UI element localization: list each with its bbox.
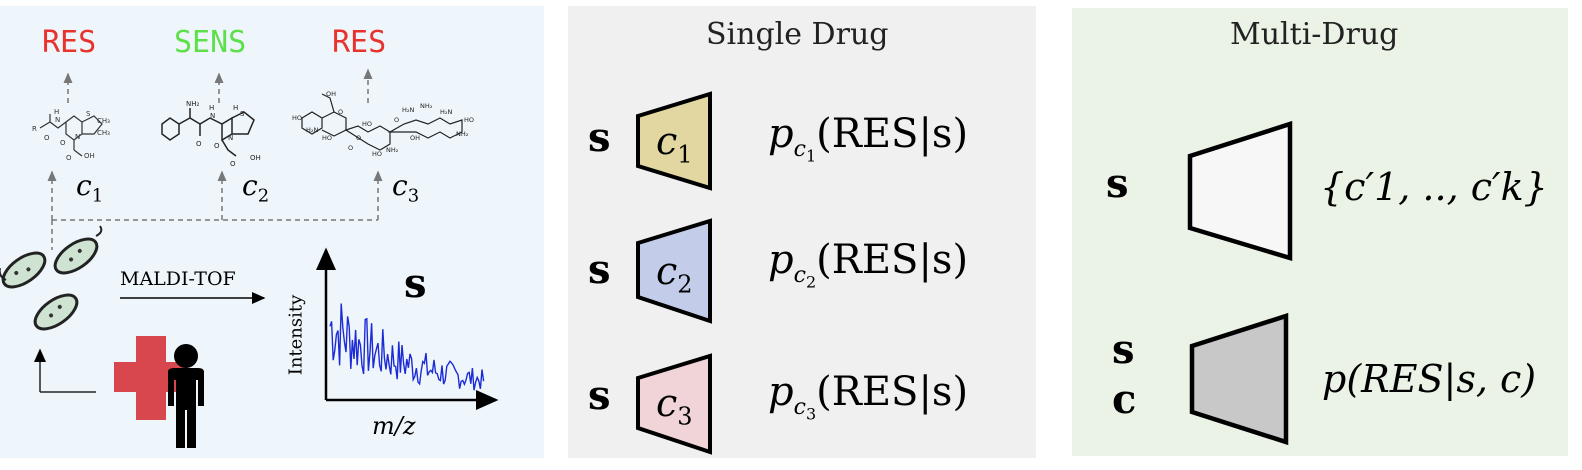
model-c3-shape [636, 353, 712, 455]
molecule-1-atom: O [60, 139, 66, 147]
molecule-2-atom: S [240, 110, 245, 118]
molecule-1-atom: N [55, 116, 60, 124]
patient-icon [168, 344, 204, 448]
molecule-2-atom: O [196, 140, 202, 148]
sample-arrow [34, 348, 96, 393]
molecule-3-atom: HO [322, 134, 332, 142]
molecule-1-atom: R [32, 125, 37, 133]
molecule-3-atom: O [338, 108, 343, 116]
model-c1-shape [636, 91, 712, 191]
molecule-1-atom: N [75, 133, 80, 141]
spectrum-axes [316, 247, 499, 410]
molecule-1-atom: H [54, 108, 59, 116]
molecule-1 [39, 114, 103, 157]
multi-input-c: c [1112, 376, 1137, 423]
model-c2-shape [636, 218, 712, 324]
molecule-1-atom: O [44, 134, 50, 142]
single-output-3: pc3(RES|s) [768, 369, 969, 424]
drug-label-2: c2 [242, 169, 270, 207]
molecule-1-atom: S [86, 110, 91, 118]
single-output-2: pc2(RES|s) [768, 237, 969, 292]
molecule-2-atom: O [214, 142, 220, 150]
molecule-3-atom: O [394, 116, 399, 124]
spectrum-symbol: s [404, 260, 427, 307]
bacteria-icon [0, 225, 103, 331]
molecule-2-atom: N [210, 112, 215, 120]
molecule-3-atom: NH₂ [420, 102, 433, 110]
multi-output-set: {c′1, .., c′k} [1320, 165, 1548, 209]
outcome-label-3: RES [332, 25, 387, 60]
spectrum-xlabel: m/z [372, 412, 416, 440]
drug-label-1: c1 [76, 169, 104, 207]
molecule-3-atom: HO [464, 116, 474, 124]
molecule-3-atom: H₂N [440, 108, 452, 116]
spectrum-line [329, 303, 485, 391]
molecule-2-atom: NH₂ [186, 100, 200, 108]
left-panel-background [0, 6, 544, 458]
molecule-3-atom: OH [410, 134, 420, 142]
multi-input-s-1: s [1106, 160, 1129, 207]
molecule-3-atom: H₂N [402, 106, 414, 114]
multi-input-s-2: s [1112, 326, 1135, 373]
molecule-3-atom: O [348, 144, 353, 152]
multi-model-prob-shape [1189, 312, 1289, 446]
drug-label-3: c3 [392, 169, 420, 207]
single-input-3: s [588, 372, 611, 419]
model-c3-label: c3 [656, 381, 693, 431]
molecule-2-atom: H [209, 104, 214, 112]
molecule-3-atom: HO [362, 120, 372, 128]
molecule-3 [301, 93, 463, 151]
molecule-3-atom: NH₂ [456, 130, 469, 138]
molecule-2-atom: H [233, 104, 238, 112]
molecule-1-atom: CH₃ [97, 117, 110, 125]
molecule-3-atom: HO [372, 150, 382, 158]
single-drug-title: Single Drug [706, 17, 889, 52]
molecule-3-atom: H₂N [306, 126, 318, 134]
molecule-1-atom: OH [84, 152, 95, 160]
multi-drug-panel-background [1072, 8, 1568, 456]
molecule-2-atom: OH [250, 154, 261, 162]
outcome-label-2: SENS [174, 25, 247, 60]
molecule-3-atom: OH [326, 90, 336, 98]
single-output-1: pc1(RES|s) [768, 111, 969, 166]
molecule-2 [161, 108, 255, 157]
outcome-label-1: RES [42, 25, 97, 60]
molecule-2-atom: N [228, 134, 233, 142]
model-c2-label: c2 [656, 249, 693, 299]
molecule-2-atom: O [230, 160, 236, 168]
multi-output-prob: p(RES|s, c) [1322, 357, 1537, 401]
molecule-1-atom: O [66, 154, 72, 162]
multi-model-set-shape [1187, 120, 1293, 262]
single-input-2: s [588, 246, 611, 293]
maldi-label: MALDI-TOF [120, 268, 236, 290]
molecule-3-atom: NH₂ [386, 146, 399, 154]
molecule-3-atom: HO [292, 114, 302, 122]
molecule-3-atom: O [356, 134, 361, 142]
single-input-1: s [588, 114, 611, 161]
model-c1-label: c1 [656, 119, 693, 169]
spectrum-ylabel: Intensity [285, 294, 307, 376]
multi-drug-title: Multi-Drug [1230, 17, 1399, 52]
molecule-1-atom: CH₃ [97, 129, 110, 137]
